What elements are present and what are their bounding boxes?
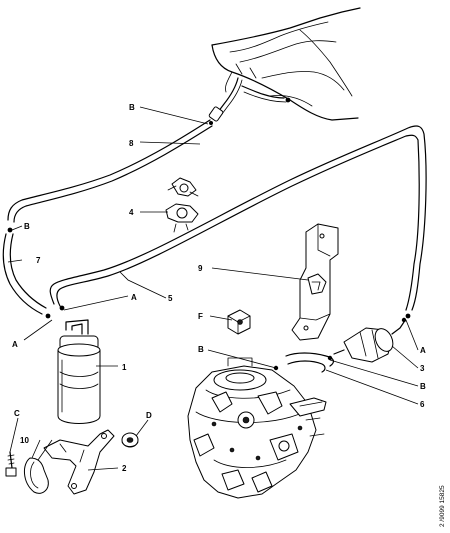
callout-4: 4 <box>129 208 134 217</box>
body-panel <box>211 7 361 121</box>
callout-8: 8 <box>129 139 134 148</box>
leader-lines <box>7 106 419 471</box>
callout-A-mid: A <box>131 293 137 302</box>
callout-F: F <box>198 312 203 321</box>
fuel-filter-3 <box>333 317 407 363</box>
callout-A-right: A <box>420 346 426 355</box>
clip-4-upper <box>167 177 199 197</box>
callout-C: C <box>14 409 20 418</box>
callout-9: 9 <box>198 264 203 273</box>
callout-10: 10 <box>20 436 29 445</box>
grommet-D <box>121 432 139 448</box>
screw-C <box>5 451 17 477</box>
bracket-9 <box>291 223 339 341</box>
carburettor <box>187 357 327 499</box>
callout-5: 5 <box>168 294 173 303</box>
reference-number: 2 /9099 15825 <box>439 485 446 527</box>
callout-B-right: B <box>420 382 426 391</box>
callout-B-carb: B <box>198 345 204 354</box>
callout-B-top: B <box>129 103 135 112</box>
hose-8 <box>7 119 213 223</box>
callout-7: 7 <box>36 256 41 265</box>
callout-1: 1 <box>122 363 127 372</box>
hose-6 <box>273 352 335 373</box>
callout-D: D <box>146 411 152 420</box>
callout-B-left: B <box>24 222 30 231</box>
hose-upper-connector <box>208 77 291 125</box>
clip-4-lower <box>165 203 199 233</box>
callout-6: 6 <box>420 400 425 409</box>
clamp-10 <box>24 457 49 494</box>
hose-7 <box>2 227 51 319</box>
canister-1 <box>57 319 101 424</box>
part-F <box>227 309 251 335</box>
callout-3: 3 <box>420 364 425 373</box>
bracket-2 <box>43 429 115 495</box>
hose-5 <box>49 125 427 319</box>
callout-labels: B 8 4 B 7 9 A 5 F A B A 1 3 B 6 D C 10 2… <box>12 103 446 527</box>
callout-A-left: A <box>12 340 18 349</box>
callout-2: 2 <box>122 464 127 473</box>
